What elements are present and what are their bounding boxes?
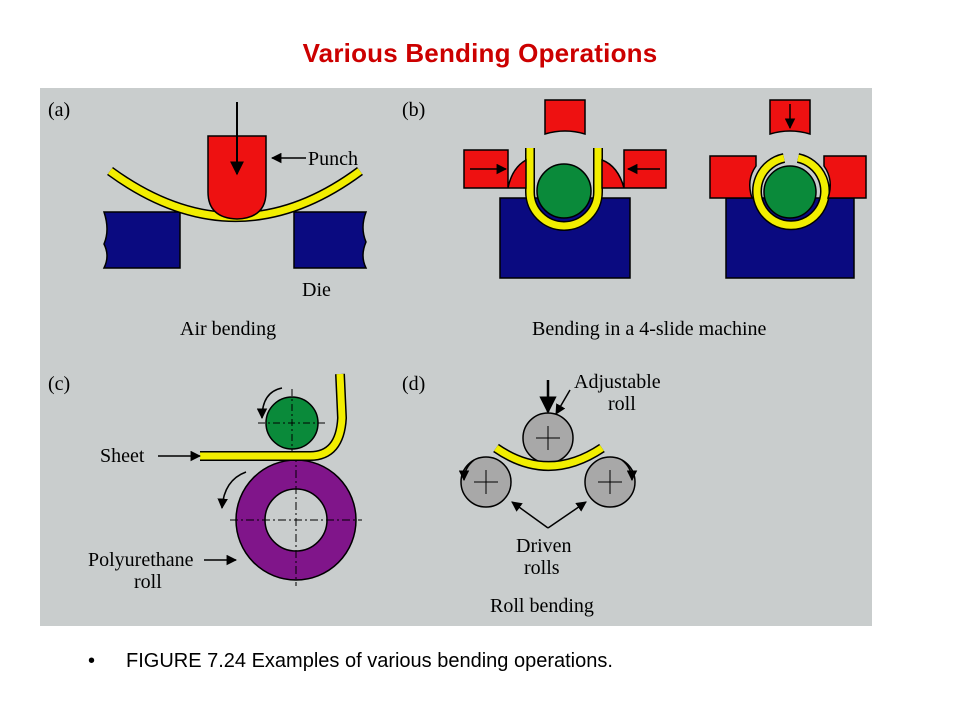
caption-text: FIGURE 7.24 Examples of various bending … (126, 650, 613, 672)
four-slide-caption: Bending in a 4-slide machine (532, 318, 767, 340)
roll-bending-caption: Roll bending (490, 595, 594, 617)
bending-diagram: (a) Punch Die Air bending (b) (48, 99, 867, 617)
adjustable-label-line2: roll (608, 393, 636, 415)
adjustable-leader-arrow (555, 389, 571, 415)
poly-label-line2: roll (134, 571, 162, 593)
mandrel-roll-2 (763, 165, 817, 219)
bullet-glyph: • (88, 650, 96, 672)
left-slide-2 (709, 155, 757, 199)
panel-b-tag: (b) (402, 99, 425, 121)
figure-caption: • FIGURE 7.24 Examples of various bending… (88, 650, 888, 673)
driven-leader-left (511, 501, 549, 529)
die-left-block (102, 211, 181, 269)
panel-a-air-bending: (a) Punch Die Air bending (48, 99, 368, 340)
panel-d-roll-bending: (d) Adjustable roll Dr (402, 371, 661, 617)
panel-b-four-slide: (b) Bending in a 4-slide machine (402, 99, 867, 340)
top-slide-1 (544, 99, 586, 136)
air-bending-caption: Air bending (180, 318, 276, 340)
slide-title: Various Bending Operations (302, 38, 658, 68)
poly-label-line1: Polyurethane (88, 549, 194, 571)
punch-label: Punch (308, 148, 358, 170)
die-label: Die (302, 279, 331, 301)
adjustable-label-line1: Adjustable (574, 371, 661, 393)
panel-c-polyurethane: (c) Sheet Polyurethane roll (48, 373, 362, 593)
panel-d-tag: (d) (402, 373, 425, 395)
driven-label-line2: rolls (524, 557, 560, 579)
sheet-label: Sheet (100, 445, 145, 467)
panel-a-tag: (a) (48, 99, 70, 121)
right-slide-2 (823, 155, 867, 199)
mandrel-base-2 (725, 197, 855, 279)
mandrel-roll-1 (536, 163, 592, 219)
punch (207, 135, 267, 220)
driven-label-line1: Driven (516, 535, 572, 557)
upper-roll-rotation-arrow (256, 387, 283, 420)
figure-panel: (a) Punch Die Air bending (b) (40, 88, 872, 626)
poly-roll-rotation-arrow (217, 471, 247, 510)
die-right-block (293, 211, 368, 269)
driven-leader-right (547, 501, 587, 529)
panel-c-tag: (c) (48, 373, 70, 395)
